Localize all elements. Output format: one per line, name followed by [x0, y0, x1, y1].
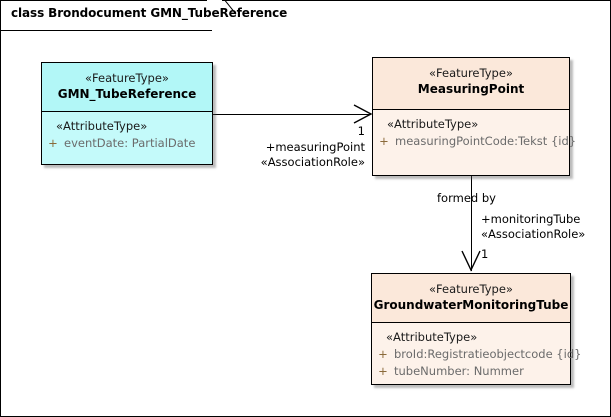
attribute-visibility: + [379, 134, 389, 148]
association-role-measuringpoint: +measuringPoint [265, 140, 365, 154]
diagram-border-top [222, 0, 611, 1]
class-name: GroundwaterMonitoringTube [373, 298, 569, 312]
association-multiplicity-monitoringtube: 1 [481, 247, 489, 261]
attribute-visibility: + [378, 347, 388, 361]
class-name: GMN_TubeReference [57, 87, 197, 101]
attribute-label: eventDate: PartialDate [64, 136, 196, 150]
association-role-monitoringtube: +monitoringTube [481, 212, 581, 226]
attribute-row: + tubeNumber: Nummer [372, 363, 570, 380]
class-header-measuringpoint: «FeatureType» MeasuringPoint [373, 58, 569, 110]
attribute-stereotype: «AttributeType» [386, 330, 478, 344]
class-box-gmn-tubereference[interactable]: «FeatureType» GMN_TubeReference «Attribu… [41, 62, 213, 165]
class-box-groundwatermonitoringtube[interactable]: «FeatureType» GroundwaterMonitoringTube … [371, 273, 581, 385]
class-attributes-groundwatermonitoringtube: «AttributeType» + broId:Registratieobjec… [372, 323, 581, 384]
association-line-measuringpoint-monitoringtube[interactable] [471, 176, 472, 271]
attribute-visibility: + [48, 136, 58, 150]
tab-bottom-border [0, 30, 212, 31]
tab-top-border [0, 0, 207, 1]
attribute-label: measuringPointCode:Tekst {id} [395, 134, 577, 148]
attribute-label: broId:Registratieobjectcode {id} [394, 347, 582, 361]
attribute-visibility: + [378, 364, 388, 378]
attribute-row: + measuringPointCode:Tekst {id} [373, 133, 576, 150]
attribute-row: + broId:Registratieobjectcode {id} [372, 346, 581, 363]
class-attributes-gmn-tubereference: «AttributeType» + eventDate: PartialDate [42, 112, 212, 164]
association-multiplicity-measuringpoint: 1 [357, 124, 365, 138]
association-arrowhead-measuringpoint [353, 104, 373, 124]
class-header-gmn-tubereference: «FeatureType» GMN_TubeReference [42, 63, 212, 112]
diagram-title-label: class Brondocument GMN_TubeReference [11, 6, 288, 20]
attribute-stereotype: «AttributeType» [387, 117, 479, 131]
diagram-title-tab: class Brondocument GMN_TubeReference [0, 0, 287, 34]
class-name: MeasuringPoint [417, 82, 525, 96]
class-header-groundwatermonitoringtube: «FeatureType» GroundwaterMonitoringTube [372, 274, 570, 323]
class-stereotype: «FeatureType» [85, 71, 169, 85]
attribute-label: tubeNumber: Nummer [394, 364, 524, 378]
attribute-row: + eventDate: PartialDate [42, 135, 212, 152]
diagram-border-left [0, 0, 1, 417]
association-role-stereotype-measuringpoint: «AssociationRole» [260, 155, 365, 169]
class-stereotype: «FeatureType» [429, 66, 513, 80]
association-line-tubereference-measuringpoint[interactable] [213, 114, 370, 115]
association-arrowhead-monitoringtube [461, 250, 481, 272]
association-role-stereotype-monitoringtube: «AssociationRole» [481, 227, 586, 241]
attribute-stereotype: «AttributeType» [56, 119, 148, 133]
class-attributes-measuringpoint: «AttributeType» + measuringPointCode:Tek… [373, 110, 576, 175]
association-name-formed-by: formed by [437, 191, 496, 205]
class-stereotype: «FeatureType» [429, 282, 513, 296]
class-box-measuringpoint[interactable]: «FeatureType» MeasuringPoint «AttributeT… [372, 57, 576, 176]
